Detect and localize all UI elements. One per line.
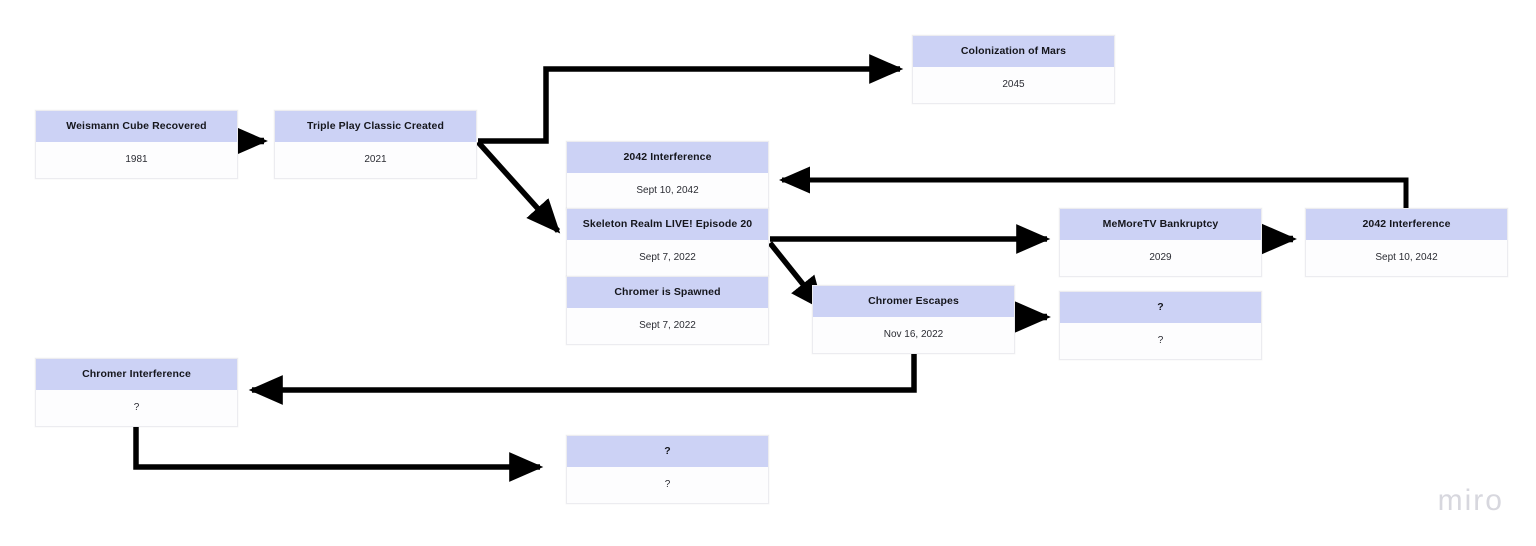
- node-date: 2045: [913, 67, 1114, 103]
- node-title: MeMoreTV Bankruptcy: [1060, 209, 1261, 240]
- node-memoretv-bankruptcy[interactable]: MeMoreTV Bankruptcy 2029: [1059, 208, 1262, 277]
- node-title: Chromer is Spawned: [567, 277, 768, 308]
- node-date: ?: [1060, 323, 1261, 359]
- node-title: Triple Play Classic Created: [275, 111, 476, 142]
- node-title: Colonization of Mars: [913, 36, 1114, 67]
- miro-watermark: miro: [1437, 484, 1504, 517]
- edge-chromerinterference-to-unknown2: [133, 425, 544, 482]
- node-date: Sept 7, 2022: [567, 240, 768, 276]
- node-title: Chromer Interference: [36, 359, 237, 390]
- node-chromer-escapes[interactable]: Chromer Escapes Nov 16, 2022: [812, 285, 1015, 354]
- node-title: Chromer Escapes: [813, 286, 1014, 317]
- node-date: ?: [36, 390, 237, 426]
- node-chromer-is-spawned[interactable]: Chromer is Spawned Sept 7, 2022: [566, 276, 769, 345]
- edge-interference-right-to-interference-middle: [778, 166, 1409, 208]
- edge-tripleplay-to-mars: [478, 54, 904, 144]
- node-2042-interference[interactable]: 2042 Interference Sept 10, 2042: [566, 141, 769, 210]
- node-title: 2042 Interference: [567, 142, 768, 173]
- edge-tripleplay-to-skeleton: [475, 140, 561, 234]
- node-chromer-interference[interactable]: Chromer Interference ?: [35, 358, 238, 427]
- node-date: 2029: [1060, 240, 1261, 276]
- node-date: 2021: [275, 142, 476, 178]
- node-unknown-1[interactable]: ? ?: [1059, 291, 1262, 360]
- node-title: ?: [1060, 292, 1261, 323]
- node-triple-play-classic-created[interactable]: Triple Play Classic Created 2021: [274, 110, 477, 179]
- node-title: Skeleton Realm LIVE! Episode 20: [567, 209, 768, 240]
- node-date: 1981: [36, 142, 237, 178]
- node-date: Sept 10, 2042: [567, 173, 768, 209]
- edge-chromerescapes-to-chromerinterference: [248, 352, 917, 405]
- node-title: 2042 Interference: [1306, 209, 1507, 240]
- node-date: ?: [567, 467, 768, 503]
- node-skeleton-realm-live-episode-20[interactable]: Skeleton Realm LIVE! Episode 20 Sept 7, …: [566, 208, 769, 277]
- node-weismann-cube-recovered[interactable]: Weismann Cube Recovered 1981: [35, 110, 238, 179]
- node-date: Nov 16, 2022: [813, 317, 1014, 353]
- node-title: Weismann Cube Recovered: [36, 111, 237, 142]
- node-title: ?: [567, 436, 768, 467]
- node-unknown-2[interactable]: ? ?: [566, 435, 769, 504]
- node-colonization-of-mars[interactable]: Colonization of Mars 2045: [912, 35, 1115, 104]
- node-date: Sept 10, 2042: [1306, 240, 1507, 276]
- node-date: Sept 7, 2022: [567, 308, 768, 344]
- node-2042-interference-right[interactable]: 2042 Interference Sept 10, 2042: [1305, 208, 1508, 277]
